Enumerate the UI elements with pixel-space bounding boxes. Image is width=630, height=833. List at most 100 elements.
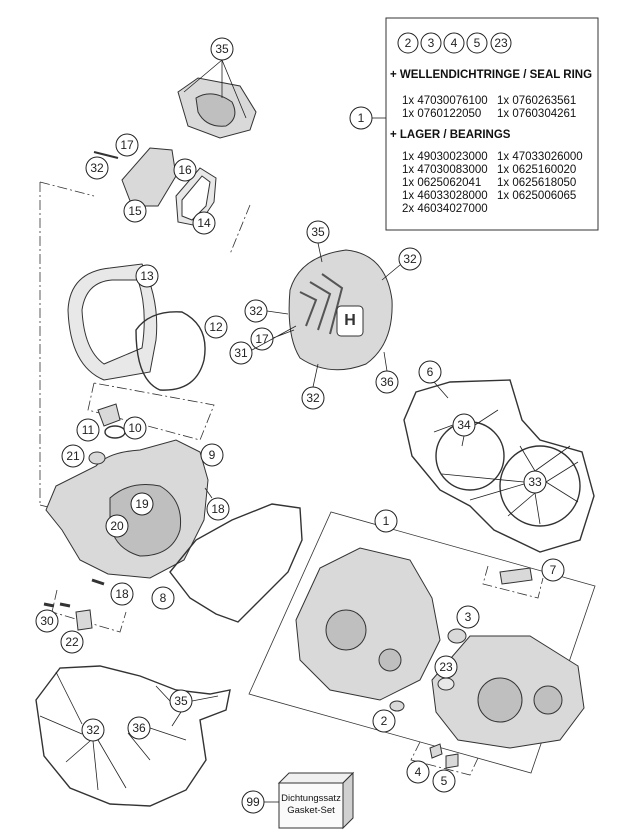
callout-label: 21: [66, 449, 80, 463]
callout-label: 17: [120, 138, 134, 152]
leader-line: [39, 671, 219, 791]
callout-label: 3: [465, 610, 472, 624]
callout-label: 35: [174, 694, 188, 708]
bearing-row-col2: 1x 0625160020: [497, 164, 576, 176]
callout-label: 36: [132, 721, 146, 735]
crankcase-bearing-seat: [477, 677, 523, 723]
callout-label: 32: [90, 161, 104, 175]
callout-label: 1: [358, 111, 365, 125]
clutch-cover: H 35 32 32 17 31 32 36: [229, 220, 422, 410]
left-case-cover: 11 10 9 21 19 20 18: [45, 403, 230, 579]
gasket-set-label-de: Dichtungssatz: [281, 793, 341, 804]
callout-circle: [466, 32, 488, 54]
callout-label: 4: [415, 765, 422, 779]
clutch-gasket-part: [169, 503, 303, 623]
callout-circle: [397, 32, 419, 54]
callout-label: 34: [457, 418, 471, 432]
callout-label: 16: [178, 163, 192, 177]
seal-row-col1: 1x 0760122050: [402, 108, 481, 120]
cylinder-gasket-part: [403, 379, 595, 553]
callout-label: 33: [528, 475, 542, 489]
callout-circle: [123, 416, 147, 440]
plug2-group-frame: [410, 741, 479, 776]
callout-label: 10: [128, 421, 142, 435]
callout-label: 35: [311, 225, 325, 239]
oil-plug-part: [97, 403, 121, 427]
callout-label: 14: [197, 216, 211, 230]
gasket-box-side: [342, 771, 354, 830]
seal-row-col2: 1x 0760304261: [497, 108, 576, 120]
bearing-row-col1: 1x 0625062041: [402, 177, 481, 189]
crankcase-bearing-seat: [325, 609, 367, 651]
callout-circle: [420, 32, 442, 54]
ignition-cover-inner: [81, 279, 145, 365]
callout-label: 23: [494, 36, 508, 50]
brand-logo: H: [344, 312, 356, 329]
callout-circle: [206, 497, 230, 521]
group-frames: [39, 181, 596, 776]
callout-circle: [60, 630, 84, 654]
bearing-row-col2: 1x 47033026000: [497, 151, 583, 163]
callout-circle: [443, 32, 465, 54]
callout-label: 13: [140, 269, 154, 283]
callout-label: 32: [306, 391, 320, 405]
bearing-row-col1: 1x 49030023000: [402, 151, 488, 163]
callout-label: 20: [110, 519, 124, 533]
pump-housing-part: [121, 147, 177, 207]
callout-circle: [135, 264, 159, 288]
bearing-row-col2: 1x 0625006065: [497, 190, 576, 202]
callout-label: 6: [427, 365, 434, 379]
info-box-header-callouts: 2 3 4 5 23: [397, 32, 512, 54]
gasket-set-label-en: Gasket-Set: [287, 805, 335, 816]
callout-label: 36: [380, 375, 394, 389]
callout-circle: [105, 514, 129, 538]
callout-circle: [490, 32, 512, 54]
bearing-row-col1: 2x 46034027000: [402, 203, 488, 215]
gasket-set: Dichtungssatz Gasket-Set 99: [241, 771, 355, 830]
case-cover-bore: [109, 484, 182, 557]
seal-part: [88, 451, 106, 465]
leader-line: [204, 487, 213, 499]
crankcase-bearing-seat: [378, 648, 402, 672]
callout-circle: [398, 247, 422, 271]
gasket-box-front: [278, 782, 344, 829]
callout-circle: [406, 760, 430, 784]
callout-circle: [418, 360, 442, 384]
o-ring-small: [104, 425, 126, 439]
cylinder-gasket: 6 34 33: [403, 360, 595, 553]
clutch-gasket: 8: [151, 503, 303, 623]
callout-label: 32: [86, 723, 100, 737]
seal-ring-heading: + WELLENDICHTRINGE / SEAL RING: [390, 69, 592, 81]
gasket-box-top: [277, 772, 355, 784]
pin-group-frame: [482, 565, 544, 599]
callout-label: 2: [405, 36, 412, 50]
drain-plug-part: [75, 609, 93, 631]
callout-circle: [229, 341, 253, 365]
callout-circle: [130, 492, 154, 516]
bearing-row-col2: 1x 0625618050: [497, 177, 576, 189]
bolt-part: [91, 578, 105, 586]
bolt-part: [59, 602, 71, 608]
callout-label: 19: [135, 497, 149, 511]
bearing-part: [447, 628, 467, 644]
callout-label: 12: [209, 320, 223, 334]
crankcase-gasket: 35 32 36: [35, 665, 231, 807]
plug-part: [429, 743, 443, 759]
callout-label: 22: [65, 635, 79, 649]
gasket-bore: [499, 445, 581, 527]
pump-cover-detail: [195, 93, 236, 127]
crankcase-bearing-seat: [533, 685, 563, 715]
callout-label: 99: [246, 795, 260, 809]
leader-line: [433, 381, 579, 525]
callout-label: 8: [160, 591, 167, 605]
callout-circle: [372, 709, 396, 733]
callout-label: 2: [381, 714, 388, 728]
seal-row-col2: 1x 0760263561: [497, 95, 576, 107]
seal-part: [437, 677, 455, 691]
pump-gasket-hole: [181, 175, 211, 221]
seal-row-col1: 1x 47030076100: [402, 95, 488, 107]
callout-label: 5: [441, 774, 448, 788]
water-pump-cover: 35: [177, 37, 257, 139]
callout-label: 1: [383, 514, 390, 528]
